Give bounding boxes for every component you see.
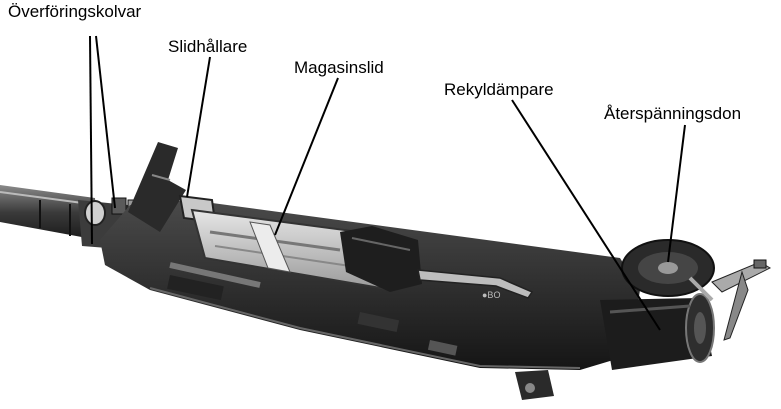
leader-overforingskolvar-b xyxy=(95,35,116,209)
mounting-lug xyxy=(515,370,554,400)
leader-rekyldampare xyxy=(511,99,661,331)
label-slidhallare: Slidhållare xyxy=(168,37,248,56)
cocking-handle xyxy=(711,259,772,341)
barrel xyxy=(0,185,98,240)
feed-block xyxy=(340,226,422,292)
leader-magasinslid xyxy=(274,77,339,236)
svg-text:●BO: ●BO xyxy=(482,290,500,300)
label-rekyldampare: Rekyldämpare xyxy=(444,80,554,99)
label-magasinslid: Magasinslid xyxy=(294,58,384,77)
leader-slidhallare xyxy=(186,56,211,198)
rear-sight xyxy=(128,142,186,232)
leader-overforingskolvar-a xyxy=(89,35,93,245)
label-overforingskolvar: Överföringskolvar xyxy=(8,2,142,21)
label-aterspanningsdon: Återspänningsdon xyxy=(604,104,742,123)
magazine-slide xyxy=(190,208,394,292)
operating-lever: ●BO xyxy=(417,269,534,300)
recoil-buffer xyxy=(600,293,715,370)
leader-aterspanningsdon xyxy=(667,124,686,263)
recocking-drum xyxy=(621,239,715,302)
leader-lines xyxy=(89,35,686,331)
